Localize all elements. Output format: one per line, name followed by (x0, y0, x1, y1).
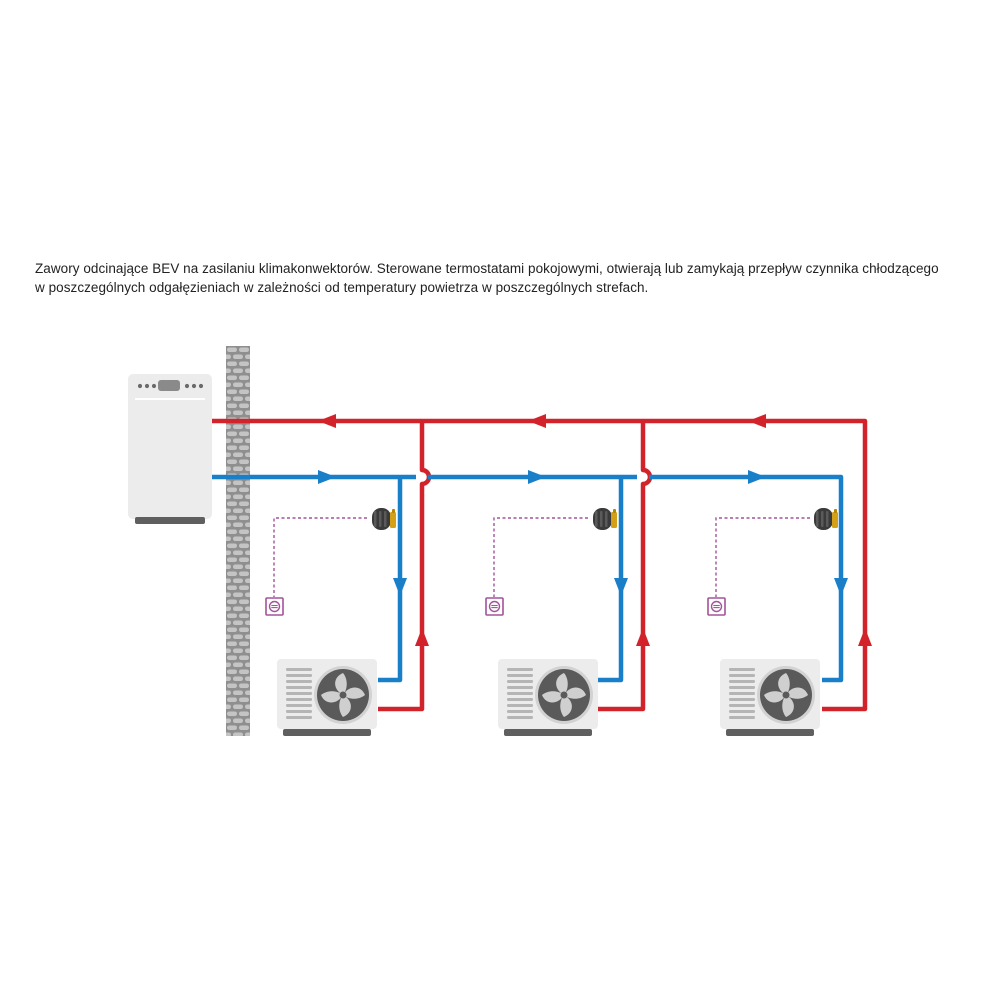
flow-arrow-icon (858, 628, 872, 646)
bev-valve-2 (593, 508, 617, 530)
caption-line-1: Zawory odcinające BEV na zasilaniu klima… (35, 261, 939, 276)
flow-arrow-icon (318, 470, 336, 484)
room-thermostat-2 (485, 597, 504, 616)
room-thermostat-1 (265, 597, 284, 616)
caption-line-2: w poszczególnych odgałęzieniach w zależn… (35, 280, 649, 295)
brick-wall (226, 346, 250, 736)
thermostat-wiring (273, 517, 810, 597)
bev-valve-3 (814, 508, 838, 530)
flow-arrow-icon (748, 470, 766, 484)
fan-coil-unit-1 (277, 659, 377, 736)
fan-coil-unit-2 (498, 659, 598, 736)
flow-arrow-icon (393, 578, 407, 596)
flow-arrow-icon (636, 628, 650, 646)
fan-coil-unit-3 (720, 659, 820, 736)
indoor-unit (128, 374, 212, 524)
bev-valve-1 (372, 508, 396, 530)
flow-arrow-icon (415, 628, 429, 646)
flow-arrow-icon (748, 414, 766, 428)
flow-arrow-icon (528, 470, 546, 484)
room-thermostat-3 (707, 597, 726, 616)
diagram-caption: Zawory odcinające BEV na zasilaniu klima… (35, 259, 975, 297)
flow-arrow-icon (318, 414, 336, 428)
supply-pipe-network (212, 474, 844, 683)
supply-flow-arrows (318, 470, 848, 596)
return-flow-arrows (318, 414, 872, 646)
flow-arrow-icon (528, 414, 546, 428)
flow-arrow-icon (614, 578, 628, 596)
flow-arrow-icon (834, 578, 848, 596)
